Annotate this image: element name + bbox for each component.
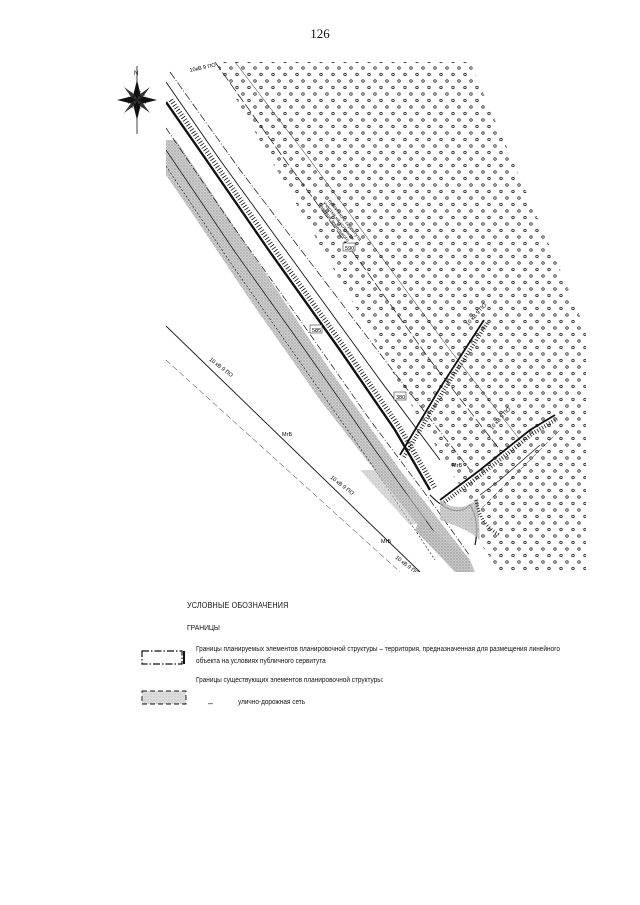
legend-item-planned: Границы планируемых элементов планировоч… <box>196 646 560 665</box>
point-label-1: МгБ <box>282 432 293 438</box>
boundary-thick-line <box>166 101 432 491</box>
road-label-1: 10 кВ 9 ПО <box>208 357 234 379</box>
parcel-label-380: 380 <box>393 391 407 401</box>
page-number: 126 <box>310 26 330 41</box>
road-strip-hatch <box>166 140 475 572</box>
legend-title: УСЛОВНЫЕ ОБОЗНАЧЕНИЯ <box>187 601 289 610</box>
parcel-label-585: 585 <box>309 324 323 334</box>
power-line <box>166 325 421 572</box>
svg-text:585: 585 <box>312 328 321 334</box>
compass-rose-icon: N <box>117 66 157 134</box>
north-label: N <box>134 71 138 77</box>
point-label-3: МгБ <box>381 539 392 545</box>
svg-text:380: 380 <box>396 395 405 401</box>
corridor-blank <box>166 62 480 572</box>
legend-symbol-existing <box>141 690 187 705</box>
legend-symbol-planned <box>141 650 185 665</box>
top-line-label: 10кВ 9 ПО <box>189 62 217 74</box>
legend-item-road-network: улично-дорожная сеть <box>238 699 306 706</box>
point-label-2: МгБ <box>452 463 463 469</box>
legend-subtitle: ГРАНИЦЫ <box>187 623 220 632</box>
svg-text:590: 590 <box>345 246 354 252</box>
road-label-2: 10 кВ 9 ПО <box>329 475 355 497</box>
legend-item-existing-heading: Границы существующих элементов планирово… <box>196 677 384 684</box>
parcel-label-590: 590 <box>342 242 356 252</box>
boundary-tick-line <box>168 98 438 490</box>
legend-dash: – <box>208 698 214 708</box>
